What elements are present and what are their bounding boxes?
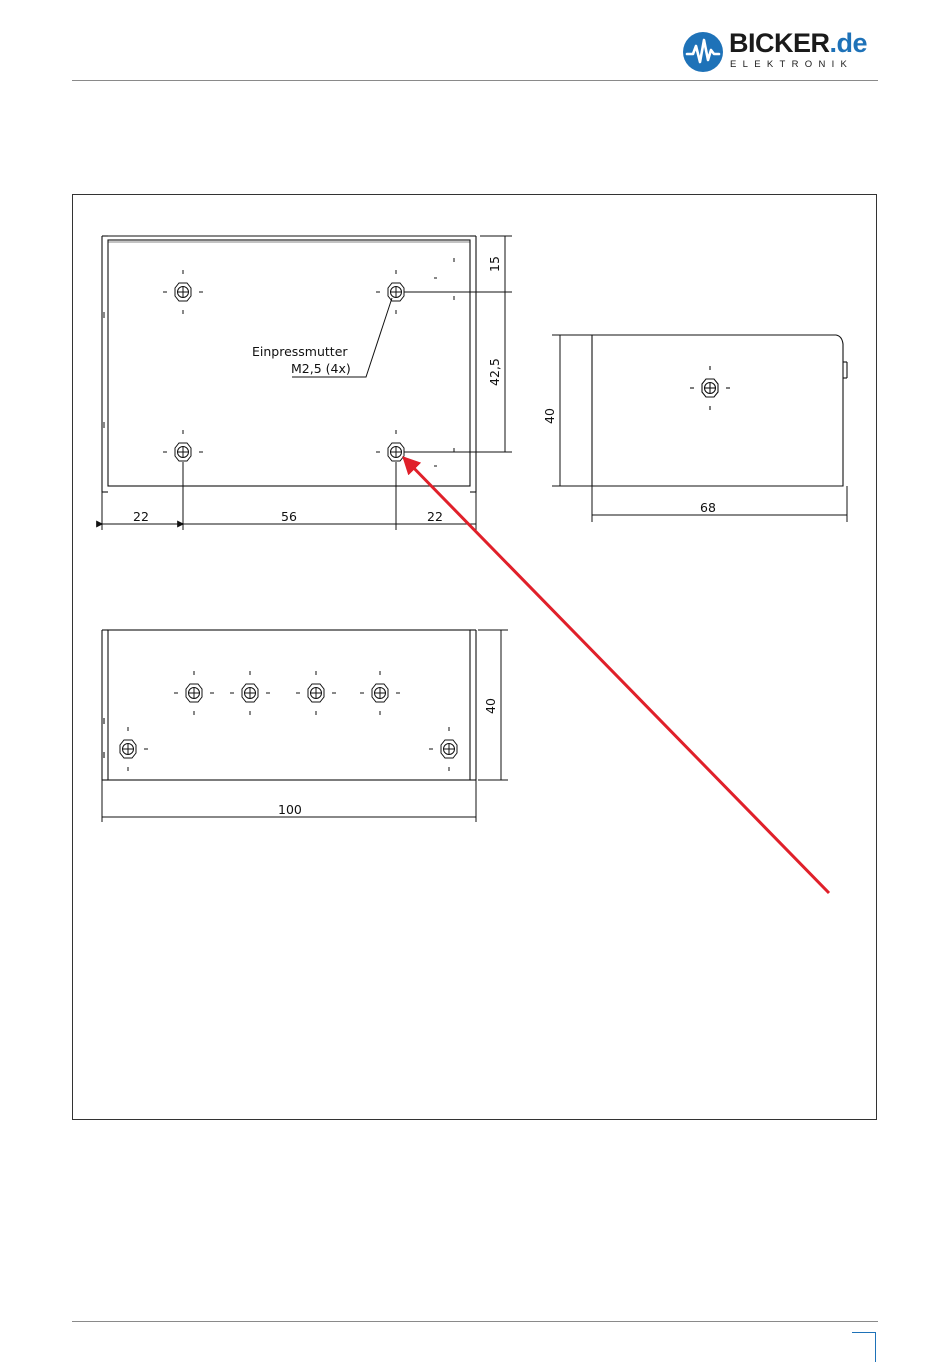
callout-label-line1: Einpressmutter (252, 344, 348, 359)
dim-label: 22 (427, 509, 443, 524)
top-view-nuts (104, 258, 454, 466)
callout-label-line2: M2,5 (4x) (291, 361, 351, 376)
connector-hole-icon (174, 671, 214, 715)
dim-label: 42,5 (487, 358, 502, 386)
footer-divider (72, 1321, 878, 1322)
top-view-body (108, 240, 470, 486)
front-view (102, 630, 476, 780)
top-view (102, 236, 476, 492)
connector-hole-icon (429, 727, 457, 771)
side-view-dimensions (552, 335, 847, 522)
front-view-dimensions (102, 630, 508, 822)
dim-label: 40 (542, 408, 557, 424)
dim-label: 100 (278, 802, 302, 817)
press-nut-icon (163, 270, 203, 314)
dim-label: 68 (700, 500, 716, 515)
page-corner-mark (852, 1332, 876, 1362)
press-nut-icon (690, 366, 730, 410)
dim-label: 22 (133, 509, 149, 524)
red-annotation-arrow (404, 458, 829, 893)
connector-hole-icon (296, 671, 336, 715)
front-view-body (108, 630, 470, 780)
side-view (592, 335, 847, 486)
dim-label: 15 (487, 256, 502, 272)
press-nut-icon (376, 430, 404, 461)
connector-hole-icon (120, 727, 148, 771)
dim-label: 56 (281, 509, 297, 524)
connector-hole-icon (360, 671, 400, 715)
connector-hole-icon (230, 671, 270, 715)
dim-label: 40 (483, 698, 498, 714)
press-nut-icon (163, 430, 203, 461)
front-view-holes (120, 671, 457, 771)
side-view-body (592, 335, 843, 486)
